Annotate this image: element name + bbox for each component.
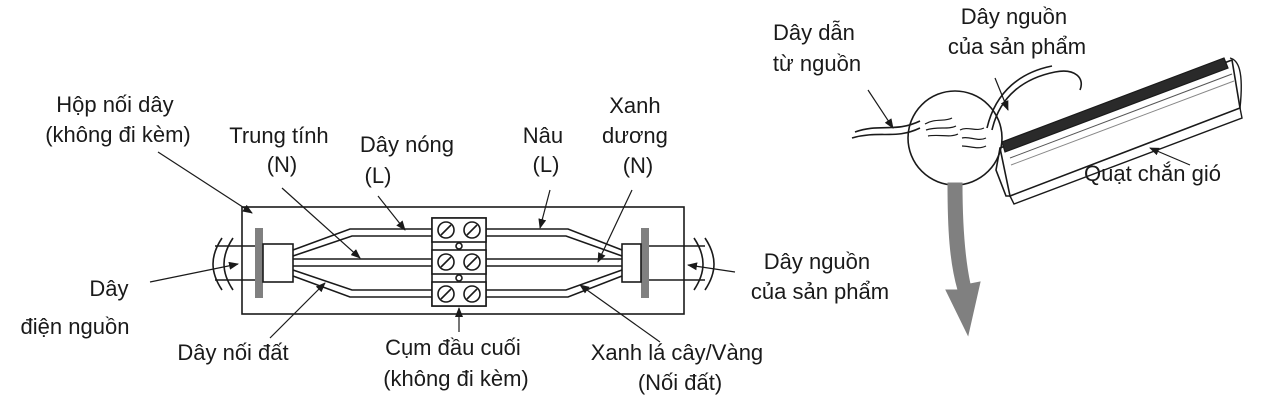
product-cable-label: Dây nguồn của sản phẩm [751,249,889,304]
mains-cable-label: Dây điện nguồn [21,276,135,339]
air-curtain-diagram: Dây dẫn từ nguồn Dây nguồn của sản phẩm … [773,4,1243,337]
mains-cable [212,228,294,298]
junction-box-diagram: Hộp nối dây (không đi kèm) Trung tính (N… [21,92,890,395]
junction-box-label: Hộp nối dây (không đi kèm) [45,92,191,147]
supply-wire-label: Dây dẫn từ nguồn [773,20,861,76]
terminal-block [431,217,487,307]
right-leader-lines [867,77,1191,166]
terminal-block-label: Cụm đầu cuối (không đi kèm) [383,335,529,391]
junction-box [241,206,685,315]
product-cable-gland [621,228,715,298]
wires [292,228,623,298]
leader-lines [149,151,736,343]
live-label: Dây nóng (L) [360,132,460,188]
brown-label: Nâu (L) [523,123,569,177]
green-yellow-label: Xanh lá cây/Vàng (Nối đất) [591,340,770,395]
neutral-label: Trung tính (N) [229,123,335,177]
earth-wire-label: Dây nối đất [177,340,288,365]
air-curtain-unit [995,57,1243,205]
direction-arrow [945,182,981,337]
product-cable-right-label: Dây nguồn của sản phẩm [948,4,1086,59]
zoom-circle [907,90,1003,186]
blue-label: Xanh dương (N) [602,93,674,178]
air-curtain-label: Quạt chắn gió [1084,161,1221,186]
